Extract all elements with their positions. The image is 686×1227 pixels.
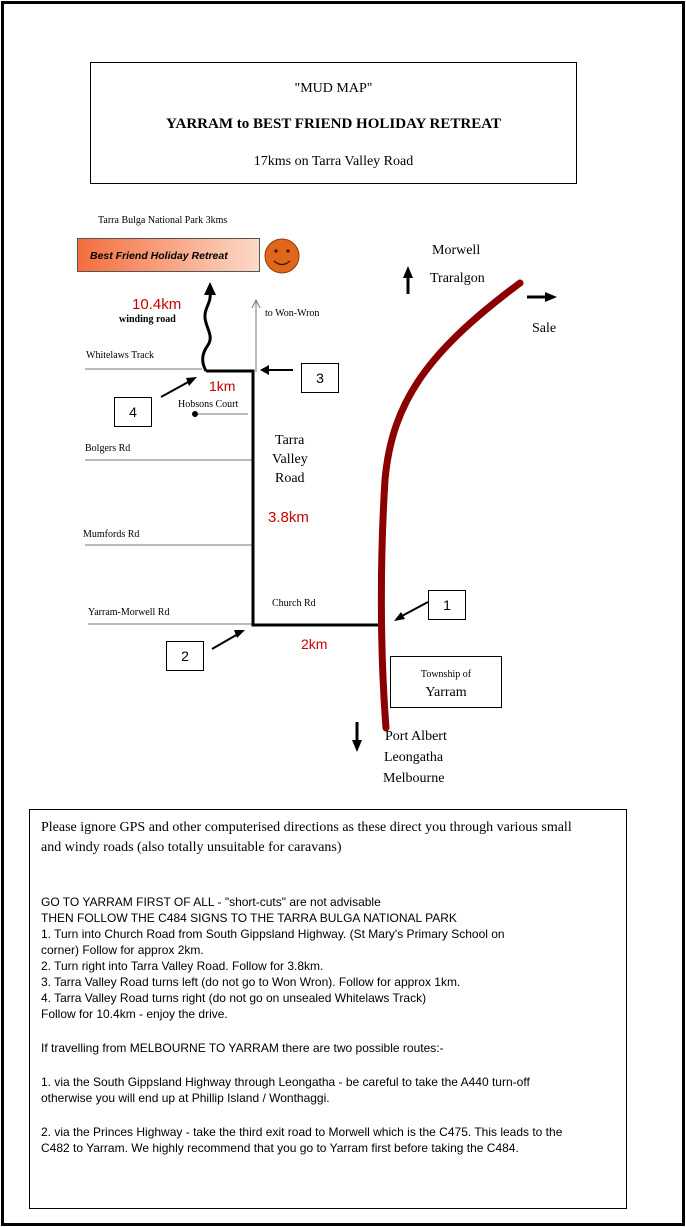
destination-box: Best Friend Holiday Retreat [77,238,260,272]
step-1b: corner) Follow for approx 2km. [41,943,204,957]
whitelaws-label: Whitelaws Track [86,350,155,361]
township-name: Yarram [425,685,467,700]
marker-1: 1 [428,590,466,620]
church-road-label: Church Rd [272,598,316,609]
route-2a: 2. via the Princes Highway - take the th… [41,1125,563,1139]
step-1a: 1. Turn into Church Road from South Gipp… [41,927,505,941]
marker-4: 4 [114,397,152,427]
step-2: 2. Turn right into Tarra Valley Road. Fo… [41,959,324,973]
north-arrow [403,266,413,294]
marker-2: 2 [166,641,204,671]
won-wron-label: to Won-Wron [265,308,320,319]
step-header-2: THEN FOLLOW THE C484 SIGNS TO THE TARRA … [41,911,457,925]
hobsons-court-label: Hobsons Court [178,399,239,410]
distance-3-8km: 3.8km [268,509,309,526]
intro-line-1: Please ignore GPS and other computerised… [41,820,572,835]
hobsons-court-dot [192,411,198,417]
township-small-label: Township of [420,669,472,680]
yarram-morwell-label: Yarram-Morwell Rd [88,607,170,618]
pointer-arrow-2 [211,630,245,650]
winding-distance-label: 10.4km [132,296,182,313]
melbourne-label: Melbourne [383,771,445,786]
winding-road-label: winding road [119,314,176,325]
step-header-1: GO TO YARRAM FIRST OF ALL - "short-cuts"… [41,895,381,909]
intro-line-2: and windy roads (also totally unsuitable… [41,840,342,855]
map-graphics [85,238,557,752]
title-line-2: YARRAM to BEST FRIEND HOLIDAY RETREAT [166,116,501,132]
tarra-label-3: Road [275,471,305,486]
traralgon-label: Traralgon [430,271,485,286]
step-4a: 4. Tarra Valley Road turns right (do not… [41,991,427,1005]
winding-road [201,291,212,372]
pointer-arrow-4 [160,377,197,398]
marker-3: 3 [301,363,339,393]
route-1a: 1. via the South Gippsland Highway throu… [41,1075,530,1089]
title-box: "MUD MAP" YARRAM to BEST FRIEND HOLIDAY … [90,62,577,184]
sale-label: Sale [532,321,557,336]
leongatha-label: Leongatha [384,750,444,765]
national-park-label: Tarra Bulga National Park 3kms [98,215,228,226]
smiley-icon [264,238,300,274]
route-1b: otherwise you will end up at Phillip Isl… [41,1091,330,1105]
bolgers-label: Bolgers Rd [85,443,131,454]
winding-road-arrowhead [204,282,216,295]
morwell-label: Morwell [432,243,481,258]
distance-1km: 1km [209,378,236,394]
directions-box: Please ignore GPS and other computerised… [29,809,627,1209]
melbourne-header: If travelling from MELBOURNE TO YARRAM t… [41,1041,444,1055]
step-4b: Follow for 10.4km - enjoy the drive. [41,1007,228,1021]
pointer-arrow-1 [394,601,429,621]
highway [377,279,524,732]
port-albert-label: Port Albert [385,729,447,744]
route-line [206,369,384,627]
title-line-3: 17kms on Tarra Valley Road [253,154,414,169]
route-2b: C482 to Yarram. We highly recommend that… [41,1141,519,1155]
won-wron-arrow [251,298,261,309]
south-arrow [352,722,362,752]
distance-2km: 2km [301,636,328,652]
township-box: Township of Yarram [390,656,502,708]
step-3: 3. Tarra Valley Road turns left (do not … [41,975,461,989]
mumfords-label: Mumfords Rd [83,529,140,540]
east-arrow [527,292,557,302]
tarra-label-2: Valley [272,452,308,467]
tarra-label-1: Tarra [275,433,305,448]
pointer-arrow-3 [260,365,293,375]
title-line-1: "MUD MAP" [294,81,373,96]
